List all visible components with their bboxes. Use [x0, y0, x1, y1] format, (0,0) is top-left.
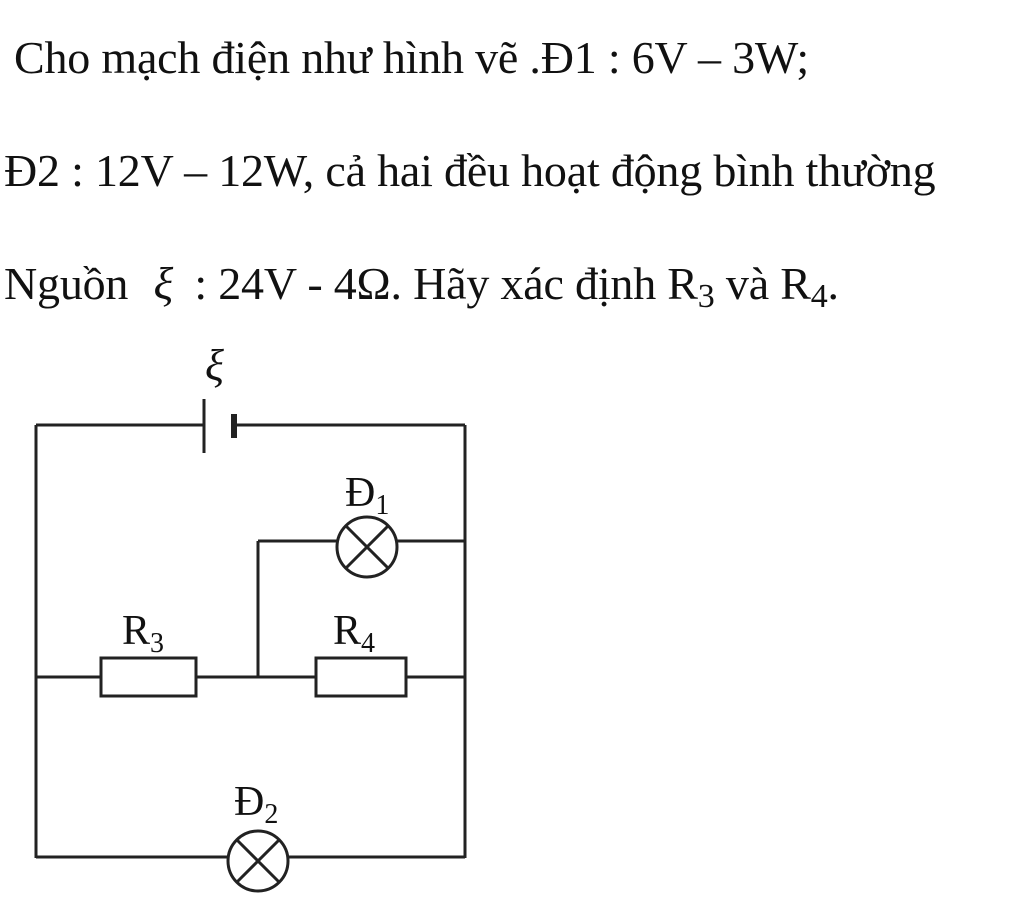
question-sub-4: 4 — [810, 278, 828, 315]
lamp-d2-letter: Đ — [234, 779, 264, 825]
lamp-d2-label: Đ2 — [234, 779, 278, 830]
question-conj: và R — [714, 258, 811, 309]
resistor-r3-label: R3 — [122, 608, 164, 659]
problem-text-1: Cho mạch điện như hình vẽ .Đ1 : 6V – 3W; — [14, 32, 810, 83]
lamp-d1-letter: Đ — [345, 470, 375, 516]
source-word: Nguồn — [4, 258, 129, 309]
problem-line-1: Cho mạch điện như hình vẽ .Đ1 : 6V – 3W; — [14, 30, 809, 86]
lamp-d1-symbol — [335, 515, 399, 579]
emf-values: : 24V - 4Ω — [194, 258, 391, 309]
lamp-d2-symbol — [226, 829, 290, 893]
r3-sub: 3 — [150, 628, 164, 659]
resistor-r4-label: R4 — [333, 608, 375, 659]
r4-letter: R — [333, 608, 361, 654]
lamp-d1-label: Đ1 — [345, 470, 389, 521]
question-sub-3: 3 — [697, 278, 715, 315]
problem-line-2: Đ2 : 12V – 12W, cả hai đều hoạt động bìn… — [4, 143, 936, 199]
problem-text-2: Đ2 : 12V – 12W, cả hai đều hoạt động bìn… — [4, 145, 936, 196]
r4-sub: 4 — [361, 628, 375, 659]
lamp-d1-sub: 1 — [375, 490, 389, 521]
source-label: ξ — [205, 341, 224, 390]
resistor-r4-box — [314, 656, 408, 698]
problem-line-3: Nguồn ξ : 24V - 4Ω. Hãy xác định R3 và R… — [4, 256, 839, 325]
question-end: . — [827, 258, 840, 309]
emf-symbol: ξ — [153, 258, 174, 309]
resistor-r3-box — [99, 656, 198, 698]
question-text-a: . Hãy xác định R — [390, 258, 698, 309]
r3-letter: R — [122, 608, 150, 654]
lamp-d2-sub: 2 — [264, 799, 278, 830]
